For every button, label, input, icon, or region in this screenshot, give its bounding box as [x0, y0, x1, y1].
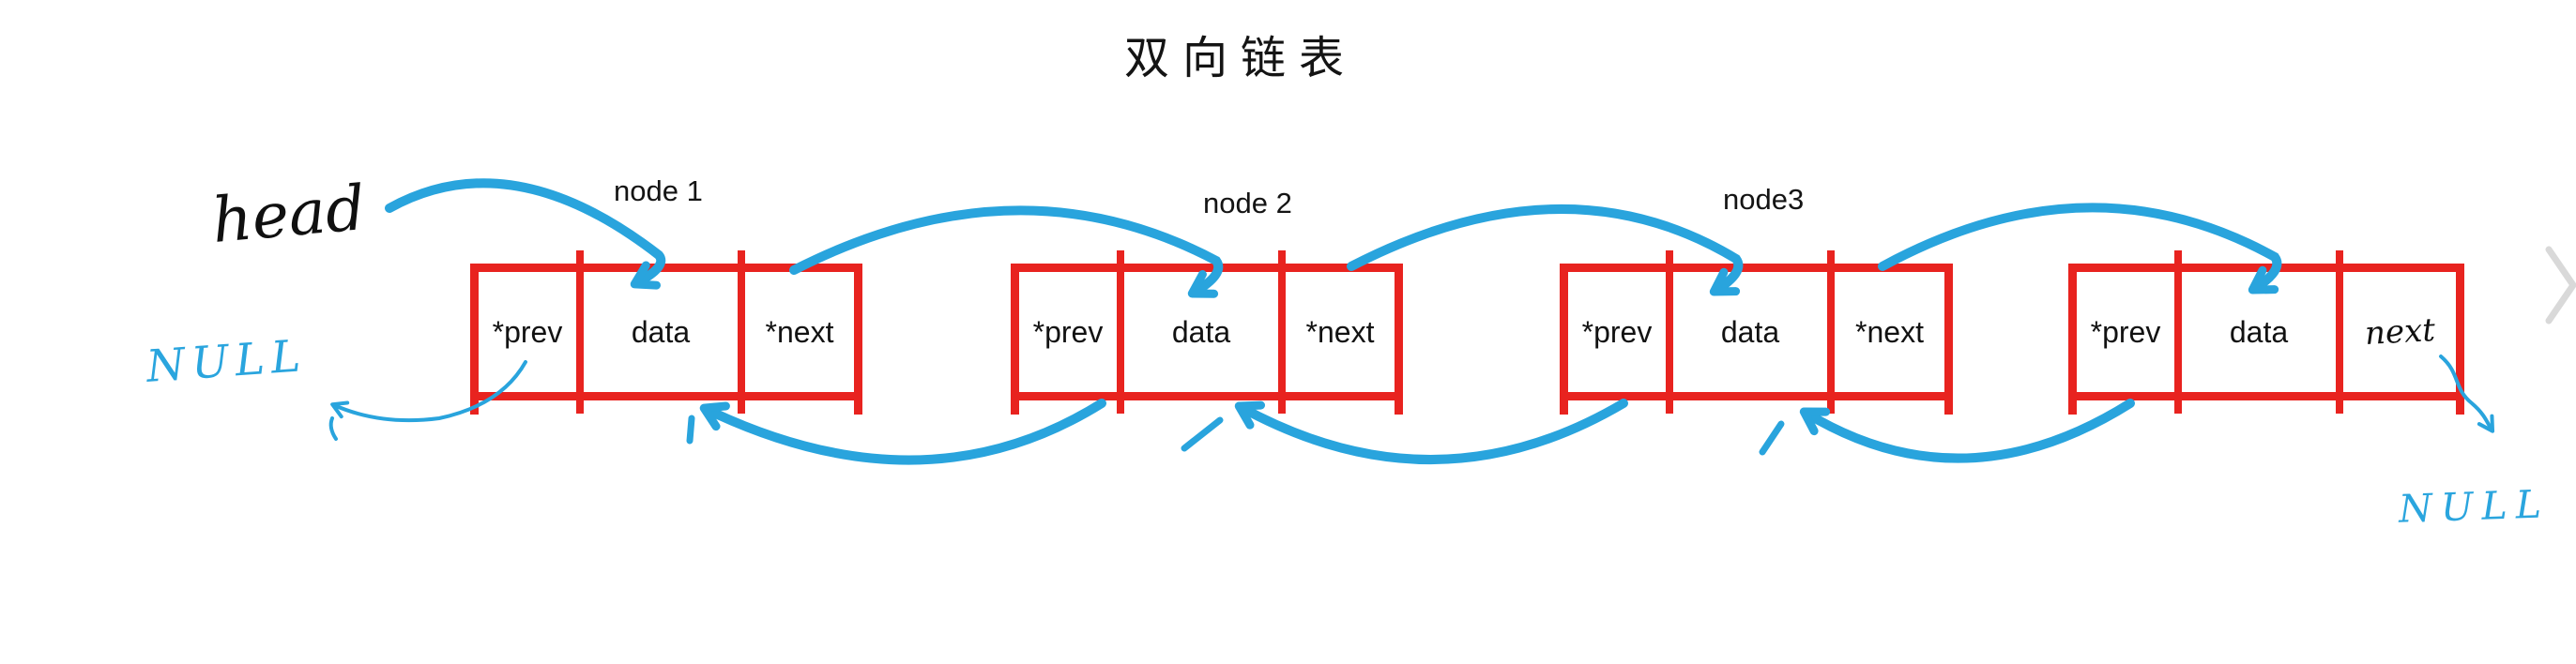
backward-arrow-node2-to-node1-flick — [686, 415, 695, 445]
node-1-prev-cell: *prev — [479, 250, 584, 414]
null-left-label: NULL — [145, 330, 309, 393]
null-arrow-node1-prev-flick — [328, 416, 338, 441]
node-3-data-cell: data — [1673, 250, 1835, 414]
node-2-next-cell: *next — [1305, 314, 1375, 349]
linked-list-node-1: *prev data *next — [470, 250, 862, 415]
node-1-label: node 1 — [614, 174, 703, 207]
backward-arrow-node4-to-node3-flick — [1759, 420, 1785, 456]
node-2-data-cell: data — [1124, 250, 1286, 414]
linked-list-node-4: *prev data next — [2068, 250, 2464, 415]
node-1-data-cell: data — [584, 250, 745, 414]
node-4-next-cell-handwritten: next — [2363, 311, 2436, 353]
node-1-next-cell: *next — [765, 314, 834, 349]
node-3-next-cell: *next — [1855, 314, 1924, 349]
head-pointer-label: head — [208, 172, 369, 257]
linked-list-node-3: *prev data *next — [1560, 250, 1953, 415]
backward-arrow-node4-to-node3 — [1799, 399, 2135, 463]
node-3-prev-cell: *prev — [1568, 250, 1673, 414]
node-2-label: node 2 — [1203, 187, 1292, 219]
node-4-prev-cell: *prev — [2077, 250, 2182, 414]
node-4-data-cell: data — [2182, 250, 2343, 414]
node-3-label: node3 — [1723, 183, 1805, 216]
diagram-title: 双向链表 — [1123, 34, 1358, 83]
node-2-prev-cell: *prev — [1019, 250, 1124, 414]
backward-arrow-node2-to-node1 — [699, 399, 1106, 465]
null-right-label: NULL — [2398, 481, 2551, 532]
linked-list-node-2: *prev data *next — [1011, 250, 1403, 415]
backward-arrow-node3-to-node2-flick — [1181, 416, 1224, 452]
carousel-next-chevron-icon[interactable] — [2545, 246, 2576, 324]
